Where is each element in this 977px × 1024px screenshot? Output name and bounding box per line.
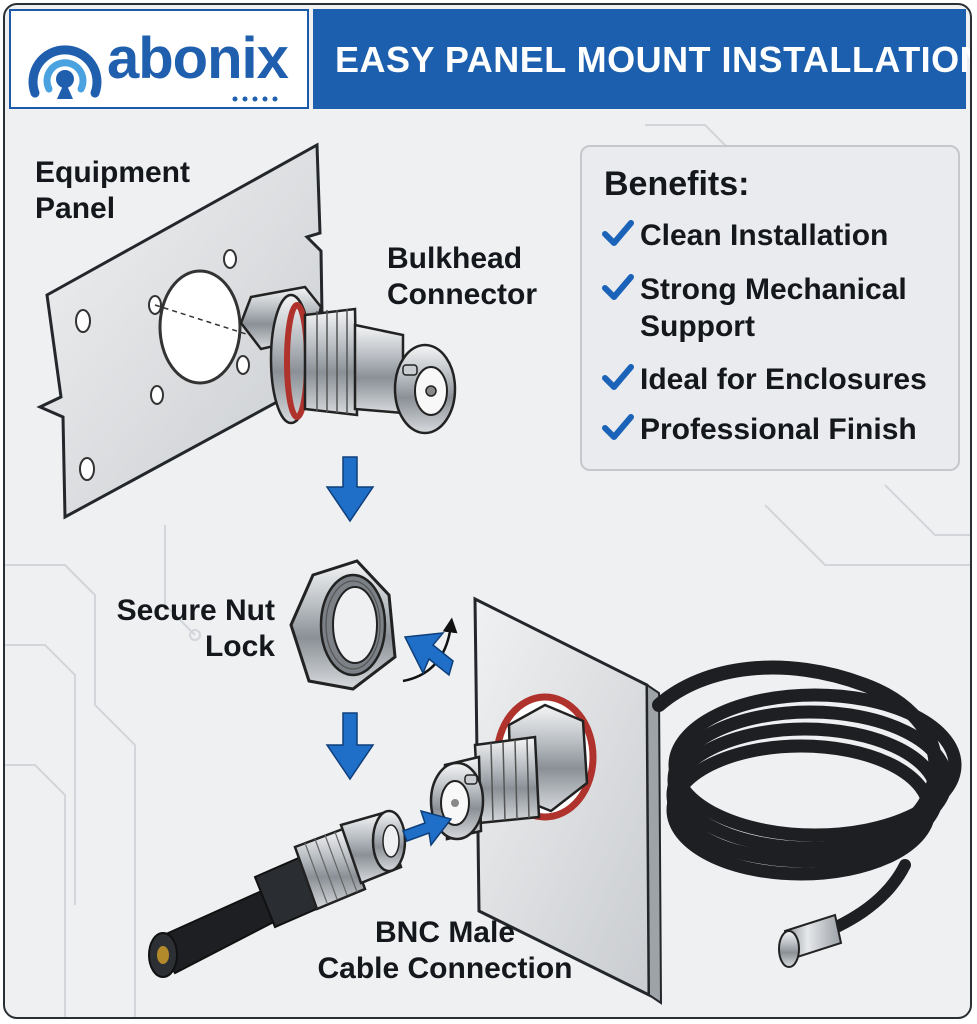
down-arrow-1: [325, 456, 375, 523]
hex-lock-nut: [289, 559, 397, 691]
benefit-label: Professional Finish: [640, 413, 917, 446]
coiled-coax-cable: [652, 660, 962, 947]
brand-logo: abonix: [9, 9, 309, 109]
circuit-trace-decoration: [5, 124, 970, 1017]
bulkhead-connector: [239, 285, 457, 435]
title-banner: EASY PANEL MOUNT INSTALLATION: [313, 9, 970, 109]
benefits-title: Benefits:: [604, 165, 750, 203]
benefit-label: Clean Installation: [640, 219, 889, 252]
down-arrow-2: [325, 712, 375, 781]
label-bulkhead-connector: Bulkhead Connector: [387, 242, 537, 311]
benefit-item: Strong Mechanical Support: [602, 271, 940, 345]
benefit-label: Ideal for Enclosures: [640, 363, 927, 396]
header-bar: abonix EASY PANEL MOUNT INSTALLATION: [5, 5, 970, 115]
push-arrow: [402, 809, 453, 847]
bnc-male-plug: [148, 809, 407, 978]
mounted-bulkhead-connector: [429, 693, 597, 841]
installation-illustration: [5, 124, 970, 1017]
checkmark-icon: [602, 411, 640, 452]
brand-name: abonix: [107, 26, 289, 91]
diagram-frame: abonix EASY PANEL MOUNT INSTALLATION Equ…: [3, 3, 972, 1019]
checkmark-icon: [602, 271, 640, 312]
page-title: EASY PANEL MOUNT INSTALLATION: [335, 39, 972, 80]
cable-bnc-plug-end: [778, 913, 843, 968]
label-bnc-male: BNC Male: [374, 916, 516, 949]
benefit-label: Strong Mechanical Support: [640, 273, 907, 343]
abonix-logo-icon: [28, 45, 102, 99]
benefit-item: Ideal for Enclosures: [602, 361, 940, 402]
logo-dots-decoration: [232, 96, 278, 102]
checkmark-icon: [602, 217, 640, 258]
benefits-panel: Benefits: Clean Installation Strong Mech…: [580, 145, 960, 471]
benefit-item: Clean Installation: [602, 217, 940, 258]
label-cable-connection: Cable Connection: [317, 952, 573, 985]
label-secure-nut-lock: Secure Nut Lock: [116, 594, 275, 663]
checkmark-icon: [602, 361, 640, 402]
benefit-item: Professional Finish: [602, 411, 940, 452]
rotate-arrow: [402, 617, 458, 683]
label-equipment-panel: Equipment Panel: [35, 156, 190, 225]
